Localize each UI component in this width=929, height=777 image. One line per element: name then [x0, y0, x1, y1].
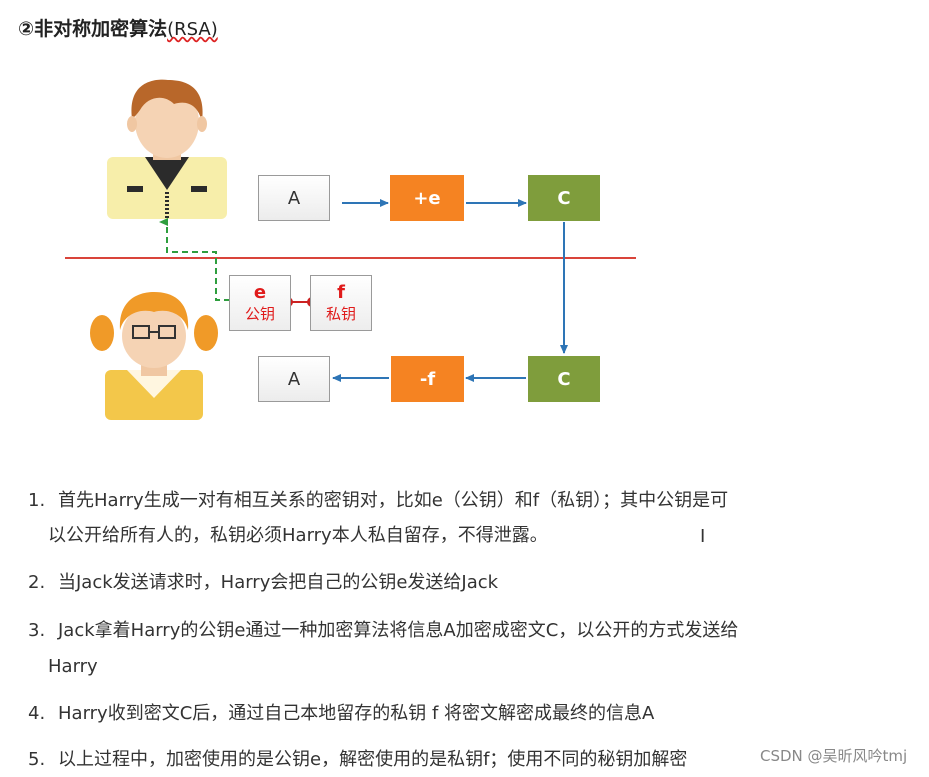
harry-avatar: [107, 79, 227, 219]
decrypt-op-box: -f: [391, 356, 464, 402]
encrypt-op-box: +e: [390, 175, 464, 221]
list-item-continuation: 以公开给所有人的，私钥必须Harry本人私自留存，不得泄露。: [48, 525, 548, 546]
public-key-letter: e: [253, 282, 267, 303]
public-key-label: 公钥: [244, 305, 275, 323]
cipher-box-bottom: C: [528, 356, 600, 402]
jack-avatar: [90, 292, 218, 420]
title-suffix: (RSA): [167, 19, 218, 40]
title-main: ②非对称加密算法: [18, 18, 168, 40]
private-key-box: f 私钥: [310, 275, 372, 331]
list-item: 2.当Jack发送请求时，Harry会把自己的公钥e发送给Jack: [28, 572, 499, 593]
watermark: CSDN @吴昕风吟tmj: [760, 747, 908, 765]
list-item: 5.以上过程中，加密使用的是公钥e，解密使用的是私钥f；使用不同的秘钥加解密: [28, 749, 688, 770]
plaintext-box-bottom: A: [258, 356, 330, 402]
list-item: 1.首先Harry生成一对有相互关系的密钥对，比如e（公钥）和f（私钥）；其中公…: [28, 490, 729, 511]
plaintext-box-top: A: [258, 175, 330, 221]
public-key-box: e 公钥: [229, 275, 291, 331]
public-key-path: [159, 218, 230, 301]
private-key-letter: f: [337, 282, 345, 303]
page-title: ②非对称加密算法(RSA): [18, 14, 218, 41]
text-cursor-icon: I: [700, 526, 706, 547]
list-item-continuation: Harry: [48, 656, 98, 677]
list-item: 3.Jack拿着Harry的公钥e通过一种加密算法将信息A加密成密文C，以公开的…: [28, 620, 739, 641]
cipher-box-top: C: [528, 175, 600, 221]
list-item: 4.Harry收到密文C后，通过自己本地留存的私钥 f 将密文解密成最终的信息A: [28, 703, 655, 724]
private-key-label: 私钥: [325, 305, 356, 323]
